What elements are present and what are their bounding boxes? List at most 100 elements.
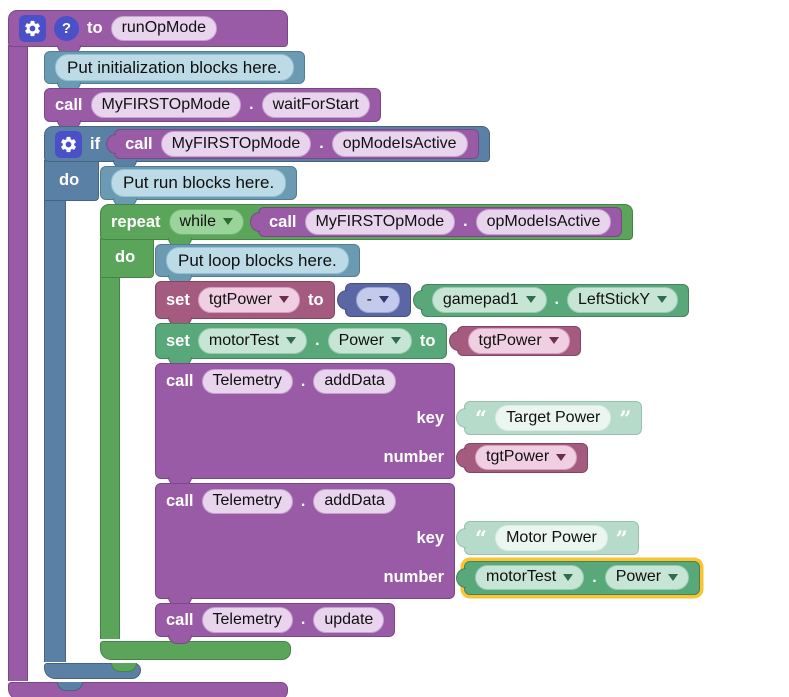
help-button[interactable]: ? — [54, 16, 79, 41]
property-name: Power — [615, 568, 662, 586]
motor-dropdown[interactable]: motorTest — [197, 328, 308, 354]
gamepad-dropdown[interactable]: gamepad1 — [431, 287, 547, 313]
object-field[interactable]: MyFIRSTOpMode — [90, 92, 242, 118]
dropdown-arrow-icon — [668, 573, 679, 581]
mutator-gear-button[interactable] — [55, 130, 82, 158]
comment-block-run[interactable]: Put run blocks here. — [100, 166, 298, 207]
dot-separator: . — [300, 372, 306, 390]
variable-dropdown[interactable]: tgtPower — [467, 328, 570, 354]
value-connector-tab — [250, 212, 260, 232]
repeat-body: do Put loop blocks here. — [100, 238, 701, 644]
set-variable-block[interactable]: set tgtPower to — [155, 281, 335, 326]
procedure-def-block[interactable]: ? to runOpMode Put initialization blocks… — [8, 10, 701, 697]
key-arg-row: key “ Target Power ” — [156, 399, 643, 437]
method-field[interactable]: update — [313, 607, 385, 633]
property-dropdown[interactable]: LeftStickY — [566, 287, 679, 313]
text-field[interactable]: Motor Power — [495, 525, 608, 551]
motor-name: motorTest — [208, 331, 280, 349]
open-quote-icon: “ — [475, 525, 488, 551]
method-name: addData — [324, 492, 385, 510]
text-field[interactable]: Target Power — [495, 405, 612, 431]
method-name: waitForStart — [272, 95, 359, 113]
comment-block-init[interactable]: Put initialization blocks here. — [44, 51, 305, 91]
do-label: do — [59, 170, 80, 189]
if-header[interactable]: if call MyFIRSTOpMode . opModeIsActive — [44, 126, 490, 169]
variable-name: tgtPower — [208, 290, 272, 308]
call-block-waitForStart[interactable]: call MyFIRSTOpMode . waitForStart — [44, 88, 381, 129]
procedure-header[interactable]: ? to runOpMode — [8, 10, 288, 54]
number-arg-row: number tgtPower — [156, 437, 589, 478]
property-name: LeftStickY — [577, 290, 651, 308]
block-spine — [100, 238, 120, 639]
procedure-bottom-bar — [8, 682, 288, 697]
dropdown-arrow-icon — [548, 337, 559, 345]
call-label: call — [55, 95, 83, 114]
value-connector-tab — [106, 134, 117, 154]
value-connector-tab — [456, 567, 466, 588]
call-label: call — [269, 212, 297, 231]
comment-block-loop[interactable]: Put loop blocks here. — [155, 244, 360, 284]
function-name-field[interactable]: runOpMode — [110, 15, 218, 42]
call-block-update[interactable]: call Telemetry . update — [155, 603, 396, 644]
adddata-header[interactable]: call Telemetry . addData — [156, 484, 454, 519]
method-field[interactable]: opModeIsActive — [475, 209, 612, 235]
repeat-while-block[interactable]: repeat while call MyFIRSTOpMode — [100, 204, 701, 660]
method-field[interactable]: addData — [313, 368, 396, 395]
telemetry-adddata-block[interactable]: call Telemetry . addData key — [155, 483, 701, 606]
variable-get-block[interactable]: tgtPower — [456, 442, 589, 473]
text-block[interactable]: “ Target Power ” — [456, 401, 643, 435]
close-quote-icon: ” — [615, 525, 628, 551]
object-field[interactable]: Telemetry — [201, 368, 293, 395]
object-field[interactable]: MyFIRSTOpMode — [304, 209, 456, 235]
property-dropdown[interactable]: Power — [327, 328, 412, 354]
to-label: to — [308, 290, 324, 309]
negate-block[interactable]: - — [336, 283, 411, 317]
motor-dropdown[interactable]: motorTest — [475, 564, 585, 591]
number-arg-row: number motorTest — [156, 557, 701, 598]
dot-separator: . — [315, 332, 320, 349]
operator-dropdown[interactable]: - — [355, 287, 400, 313]
if-body: do Put run blocks here. — [44, 160, 701, 662]
method-name: addData — [324, 372, 385, 390]
method-field[interactable]: addData — [313, 488, 396, 515]
if-block[interactable]: if call MyFIRSTOpMode . opModeIsActive — [44, 126, 701, 679]
telemetry-adddata-block[interactable]: call Telemetry . addData key — [155, 363, 643, 486]
variable-dropdown[interactable]: tgtPower — [475, 444, 578, 471]
text-value: Target Power — [506, 408, 601, 426]
object-name: MyFIRSTOpMode — [315, 212, 445, 230]
comment-field[interactable]: Put initialization blocks here. — [55, 53, 294, 82]
dropdown-arrow-icon — [563, 573, 574, 581]
method-field[interactable]: opModeIsActive — [331, 131, 468, 157]
adddata-header[interactable]: call Telemetry . addData — [156, 364, 454, 399]
text-block[interactable]: “ Motor Power ” — [456, 521, 639, 555]
key-label: key — [416, 528, 444, 547]
mutator-gear-button[interactable] — [19, 15, 46, 42]
variable-dropdown[interactable]: tgtPower — [197, 287, 300, 313]
object-field[interactable]: Telemetry — [201, 607, 293, 633]
comment-field[interactable]: Put run blocks here. — [111, 169, 287, 197]
call-block-opModeIsActive[interactable]: call MyFIRSTOpMode . opModeIsActive — [106, 129, 479, 159]
comment-text: Put loop blocks here. — [178, 250, 337, 270]
dropdown-arrow-icon — [279, 296, 289, 304]
comment-field[interactable]: Put loop blocks here. — [166, 246, 349, 275]
motor-property-get-block-selected[interactable]: motorTest . Power — [456, 560, 701, 595]
gamepad-name: gamepad1 — [442, 290, 519, 308]
method-field[interactable]: waitForStart — [261, 92, 370, 118]
comment-text: Put run blocks here. — [123, 173, 275, 193]
text-value: Motor Power — [506, 528, 597, 546]
set-tgtpower-row: set tgtPower to — [155, 281, 690, 326]
variable-get-block[interactable]: tgtPower — [448, 326, 581, 356]
repeat-mode-dropdown[interactable]: while — [168, 209, 244, 235]
property-dropdown[interactable]: Power — [604, 564, 690, 591]
gear-icon — [61, 136, 76, 152]
gamepad-property-block[interactable]: gamepad1 . LeftStickY — [412, 283, 690, 317]
value-connector-tab — [456, 528, 466, 548]
dot-separator: . — [300, 611, 306, 628]
repeat-header[interactable]: repeat while call MyFIRSTOpMode — [100, 204, 634, 247]
object-field[interactable]: Telemetry — [201, 488, 293, 515]
key-arg-row: key “ Motor Power ” — [156, 519, 639, 557]
object-field[interactable]: MyFIRSTOpMode — [160, 131, 312, 157]
call-block-opModeIsActive[interactable]: call MyFIRSTOpMode . opModeIsActive — [250, 207, 623, 237]
set-motor-property-block[interactable]: set motorTest . Power — [155, 323, 447, 366]
